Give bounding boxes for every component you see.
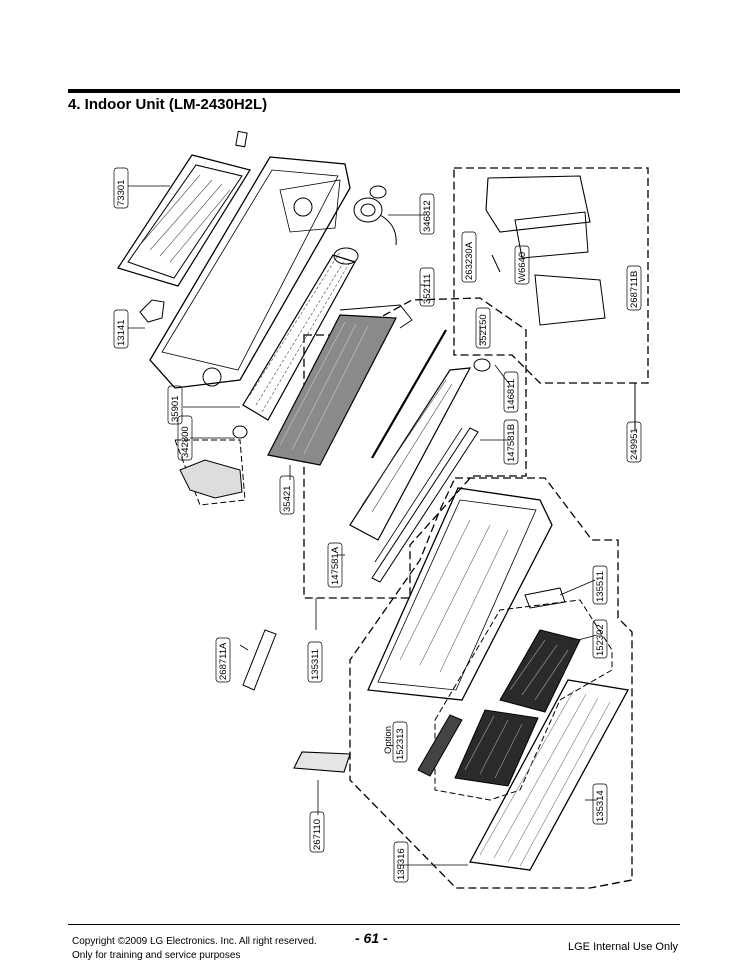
part-label: 346812 [422,200,433,232]
part-label: 342800 [180,426,191,458]
vane-part [371,427,479,583]
part-number-labels: 73301 13141 35901 342800 35421 346812 35… [116,180,640,880]
part-label: 268711B [629,271,640,308]
part-label: 147581B [506,424,517,462]
front-grille-part [468,679,630,871]
option-label: Option [383,726,394,754]
part-label: 135316 [396,848,407,880]
page-title: 4. Indoor Unit (LM-2430H2L) [68,96,268,113]
part-label: 268711A [218,642,229,680]
internal-use-label: LGE Internal Use Only [568,941,679,953]
front-panel-frame-part [367,487,566,701]
remote-controller-part [293,751,351,773]
side-bracket-part [179,459,243,499]
louver-assembly-part [349,329,491,541]
chassis-part [149,156,351,389]
option-filter-part [417,714,463,777]
footer-rule [68,924,680,925]
evaporator-part [267,304,413,466]
part-label: W6640 [517,252,528,282]
part-label: 152302 [595,624,606,656]
part-label: 267110 [312,819,323,850]
part-label: 135311 [310,649,321,680]
control-box-part [485,175,606,326]
page-number: - 61 - [355,930,388,946]
copyright-line: Copyright ©2009 LG Electronics. Inc. All… [72,936,317,947]
part-label: 147581A [330,546,341,585]
air-filter-lower-part [454,709,539,787]
training-note: Only for training and service purposes [72,950,241,961]
part-label: 352150 [478,314,489,346]
part-label: 146811 [506,379,517,410]
louver-group-outline [303,297,527,599]
filter-group-outline [434,599,613,801]
control-box-group-outline [453,167,649,430]
front-grille-group-outline [349,477,633,889]
cross-flow-fan-part [232,247,359,439]
part-label: 35421 [282,486,293,512]
pcb-part [242,629,277,691]
leader-lines [128,185,598,866]
clip-part [139,299,165,323]
part-label: 263230A [464,241,475,280]
part-label: 249951 [629,428,640,460]
header-rule [68,89,680,93]
part-label: 352111 [422,274,433,304]
motor-part [353,185,397,246]
part-label: 35901 [170,396,181,422]
air-filter-upper-part [499,629,581,713]
part-label: 135511 [595,571,606,602]
copyright-notice: Copyright ©2009 LG Electronics. Inc. All… [72,935,317,963]
part-label: 135314 [595,790,606,822]
installation-plate-part [117,130,251,287]
part-label: 152313 [395,728,406,760]
part-label: 73301 [116,180,127,206]
part-label-frames [113,167,642,883]
part-label: 13141 [116,320,127,346]
